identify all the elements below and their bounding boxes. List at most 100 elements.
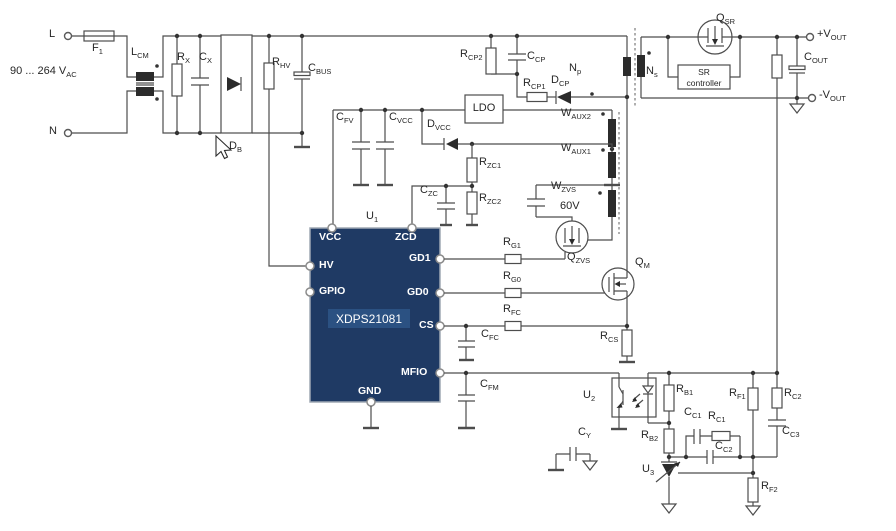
label-cbus: CBUS: [308, 62, 332, 77]
ic-xdps21081: [305, 223, 445, 430]
zvs-winding-wzvs: [608, 190, 616, 217]
rc2-cc3-branch: [768, 373, 786, 457]
resistor-rzc2: [466, 186, 478, 227]
bus-section: [252, 33, 627, 267]
resistor-rcs: [619, 325, 635, 364]
label-rc1: RC1: [708, 410, 726, 425]
secondary-ground: [660, 503, 678, 514]
ic-part-number: XDPS21081: [335, 312, 403, 326]
capacitor-cx: [191, 36, 209, 133]
capacitor-cy: [548, 447, 599, 472]
label-rb2: RB2: [641, 429, 659, 444]
label-cc1: CC1: [684, 406, 702, 421]
resistor-rcp1: [526, 91, 548, 103]
resistor-rg0: [504, 287, 522, 299]
label-rf1: RF1: [729, 387, 746, 402]
sr-controller-box: [677, 64, 731, 90]
resistor-rb2: [663, 423, 675, 457]
pin-vcc: [327, 223, 337, 233]
label-wzvs: WZVS: [551, 180, 576, 195]
label-lcm: LCM: [131, 46, 149, 61]
mouse-cursor: [215, 134, 233, 160]
label-u2: U2: [583, 389, 596, 404]
pin-label-cs: CS: [419, 319, 434, 331]
pin-label-mfio: MFIO: [401, 366, 428, 378]
label-qzvs: QZVS: [567, 251, 591, 266]
capacitor-cfv: [352, 110, 370, 187]
capacitor-cfc: [458, 326, 475, 362]
label-f1: F1: [92, 42, 103, 57]
pin-zcd: [407, 223, 417, 233]
label-waux1: WAUX1: [561, 142, 591, 157]
label-dvcc: DVCC: [427, 118, 451, 133]
label-vout-positive: +VOUT: [817, 28, 847, 43]
secondary-ground: [744, 505, 762, 516]
label-cc2: CC2: [715, 440, 733, 455]
zcd-network: [411, 144, 478, 227]
neutral-terminal: [63, 128, 73, 138]
optocoupler-u2: [611, 373, 669, 431]
pin-label-gpio: GPIO: [319, 285, 346, 297]
resistor-rcp2: [485, 47, 497, 75]
diode-symbol: [227, 77, 241, 91]
pin-label-hv: HV: [319, 259, 334, 271]
label-cy: CY: [578, 426, 591, 441]
sr-controller-label: SR controller: [678, 67, 730, 88]
resistor-rg1: [504, 253, 522, 265]
label-cfm: CFM: [480, 378, 499, 393]
aux-winding-waux2: [601, 110, 616, 152]
snubber-network: [485, 33, 627, 104]
diode-dvcc: [421, 110, 613, 150]
pin-cs: [435, 321, 445, 331]
label-rg0: RG0: [503, 270, 521, 285]
label-rb1: RB1: [676, 383, 694, 398]
pin-gpio: [305, 287, 315, 297]
label-czc: CZC: [420, 184, 438, 199]
mosfet-qsr: [697, 19, 733, 55]
label-neutral: N: [49, 125, 57, 137]
resistor-rx: [171, 36, 183, 133]
secondary-winding-ns: [637, 55, 645, 77]
label-vout-negative: -VOUT: [819, 89, 846, 104]
label-cc3: CC3: [782, 425, 800, 440]
capacitor-cout: [788, 37, 806, 98]
capacitor-cbus: [293, 36, 311, 149]
diode-dcp: [555, 91, 571, 104]
label-wzvs-voltage: 60V: [560, 200, 580, 212]
label-waux2: WAUX2: [561, 107, 591, 122]
label-ns: Ns: [646, 65, 658, 80]
pin-gd1: [435, 254, 445, 264]
main-mosfet-qm: [601, 267, 635, 364]
label-cfv: CFV: [336, 111, 354, 126]
zvs-network: [527, 184, 616, 254]
resistor-rc1: [711, 430, 731, 442]
label-cx: CX: [199, 51, 212, 66]
resistor-rf2: [744, 473, 762, 516]
label-rcp1: RCP1: [523, 77, 546, 92]
capacitor-cfm: [458, 373, 475, 430]
pin-gnd: [366, 397, 376, 407]
label-rzc1: RZC1: [479, 156, 502, 171]
pin-mfio: [435, 368, 445, 378]
label-cout: COUT: [804, 51, 828, 66]
pin-hv: [305, 261, 315, 271]
label-ac-range: 90 ... 264 VAC: [10, 65, 77, 80]
gate-drive-network: [444, 252, 627, 430]
pin-gd0: [435, 288, 445, 298]
resistor-rzc1: [466, 144, 478, 186]
label-rcs: RCS: [600, 330, 619, 345]
label-cfc: CFC: [481, 328, 499, 343]
secondary-ground: [581, 460, 599, 471]
line-terminal: [63, 31, 73, 41]
ac-input-section: [63, 30, 221, 138]
label-qm: QM: [635, 256, 650, 271]
label-line: L: [49, 28, 56, 40]
label-u1: U1: [366, 210, 379, 225]
cc1-rc1-branch: [685, 429, 741, 457]
capacitor-czc: [437, 186, 455, 227]
shunt-regulator-u3: [655, 457, 753, 514]
pin-label-vcc: VCC: [319, 231, 342, 243]
label-u3: U3: [642, 463, 655, 478]
